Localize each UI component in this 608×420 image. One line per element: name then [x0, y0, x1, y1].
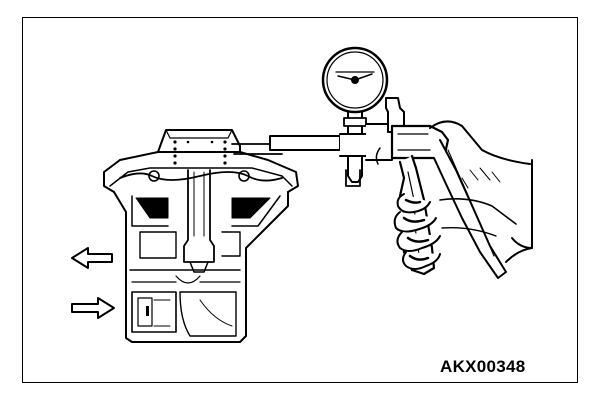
valve-body	[103, 129, 299, 343]
figure-frame	[22, 17, 578, 383]
figure-code: AKX00348	[440, 357, 526, 376]
left-arrow-icon	[71, 247, 113, 269]
hand-illustration	[393, 120, 533, 270]
hose	[231, 135, 341, 155]
right-arrow-icon	[71, 297, 115, 319]
